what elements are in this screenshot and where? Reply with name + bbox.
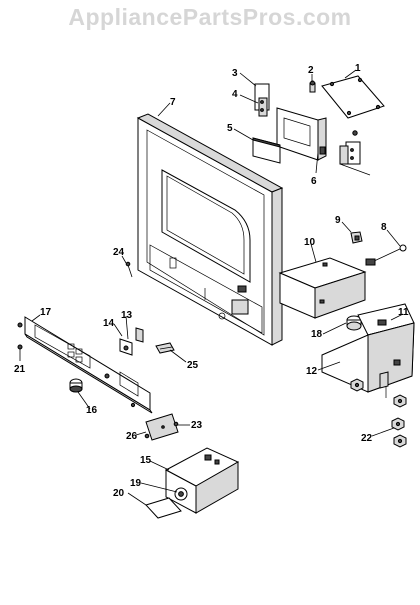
callout-26: 26 bbox=[126, 431, 138, 442]
knob-part-18 bbox=[346, 315, 362, 331]
clip-part-9 bbox=[350, 231, 363, 244]
screw-part-2 bbox=[309, 80, 316, 93]
control-panel-part-17 bbox=[24, 316, 153, 414]
terminal-box-part-15 bbox=[164, 447, 240, 514]
plate-part-26 bbox=[145, 413, 179, 441]
callout-3: 3 bbox=[232, 68, 238, 79]
callout-19: 19 bbox=[130, 478, 142, 489]
callout-8: 8 bbox=[381, 222, 387, 233]
callout-5: 5 bbox=[227, 123, 233, 134]
hinge-bracket-part-6 bbox=[276, 107, 327, 161]
callout-18: 18 bbox=[311, 329, 323, 340]
right-hinge-pieces bbox=[339, 130, 371, 176]
switch-bracket-part-13-14 bbox=[119, 327, 144, 356]
callout-21: 21 bbox=[14, 364, 26, 375]
control-box-part-10 bbox=[278, 257, 367, 319]
callout-1: 1 bbox=[355, 63, 361, 74]
hinge-plate-part-5 bbox=[252, 137, 281, 164]
screws-part-23 bbox=[144, 421, 179, 439]
callout-12: 12 bbox=[306, 366, 318, 377]
watermark: AppliancePartsPros.com bbox=[68, 4, 352, 30]
callout-17: 17 bbox=[40, 307, 52, 318]
callout-7: 7 bbox=[170, 97, 176, 108]
screws-part-21 bbox=[17, 322, 23, 350]
cover-plate-part-1 bbox=[321, 75, 385, 119]
hinge-part-3-4 bbox=[254, 83, 270, 117]
grommet-part-19 bbox=[174, 487, 188, 501]
callout-2: 2 bbox=[308, 65, 314, 76]
callout-11: 11 bbox=[398, 307, 409, 318]
timer-bracket-part-11-12 bbox=[321, 303, 415, 398]
callout-9: 9 bbox=[335, 215, 341, 226]
callout-10: 10 bbox=[304, 237, 316, 248]
callout-14: 14 bbox=[103, 318, 115, 329]
wire-harness-part-8 bbox=[365, 244, 407, 266]
callout-15: 15 bbox=[140, 455, 152, 466]
callout-20: 20 bbox=[113, 488, 125, 499]
callout-25: 25 bbox=[187, 360, 199, 371]
callout-4: 4 bbox=[232, 89, 238, 100]
pin-part-24 bbox=[125, 261, 133, 278]
callout-24: 24 bbox=[113, 247, 125, 258]
front-panel-part-7 bbox=[136, 113, 284, 346]
knob-part-16 bbox=[69, 378, 83, 393]
callout-23: 23 bbox=[191, 420, 203, 431]
leader-lines bbox=[19, 69, 404, 506]
callout-labels: 1 2 3 4 5 6 7 8 9 10 11 12 13 14 15 16 1… bbox=[14, 63, 409, 499]
clip-part-25 bbox=[155, 342, 175, 354]
callout-13: 13 bbox=[121, 310, 133, 321]
callout-22: 22 bbox=[361, 433, 373, 444]
cover-part-20 bbox=[145, 497, 182, 519]
callout-16: 16 bbox=[86, 405, 98, 416]
callout-6: 6 bbox=[311, 176, 317, 187]
nuts-part-22 bbox=[350, 378, 407, 448]
